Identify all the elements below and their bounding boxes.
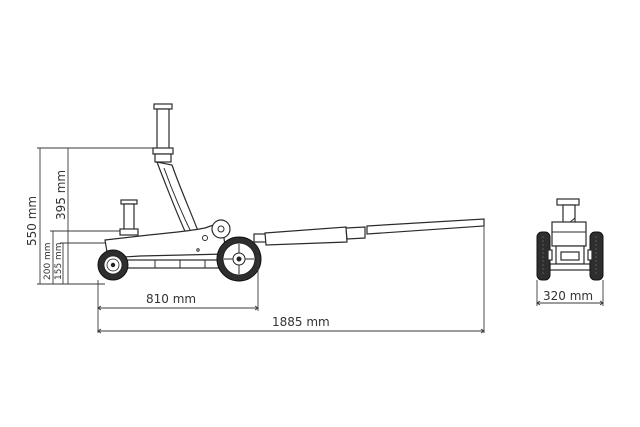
dim-label-200: 200 mm <box>43 242 53 280</box>
dim-label-155: 155 mm <box>54 242 64 280</box>
dim-label-810: 810 mm <box>146 292 196 306</box>
jack-side-view <box>97 103 485 282</box>
dim-label-1885: 1885 mm <box>272 315 330 329</box>
length-dimensions <box>97 226 485 334</box>
width-dimension <box>536 280 604 306</box>
height-dimensions <box>37 147 158 285</box>
dim-label-550: 550 mm <box>25 196 39 246</box>
jack-front-view <box>536 198 604 281</box>
dim-label-395: 395 mm <box>54 170 68 220</box>
dim-label-320: 320 mm <box>543 289 593 303</box>
